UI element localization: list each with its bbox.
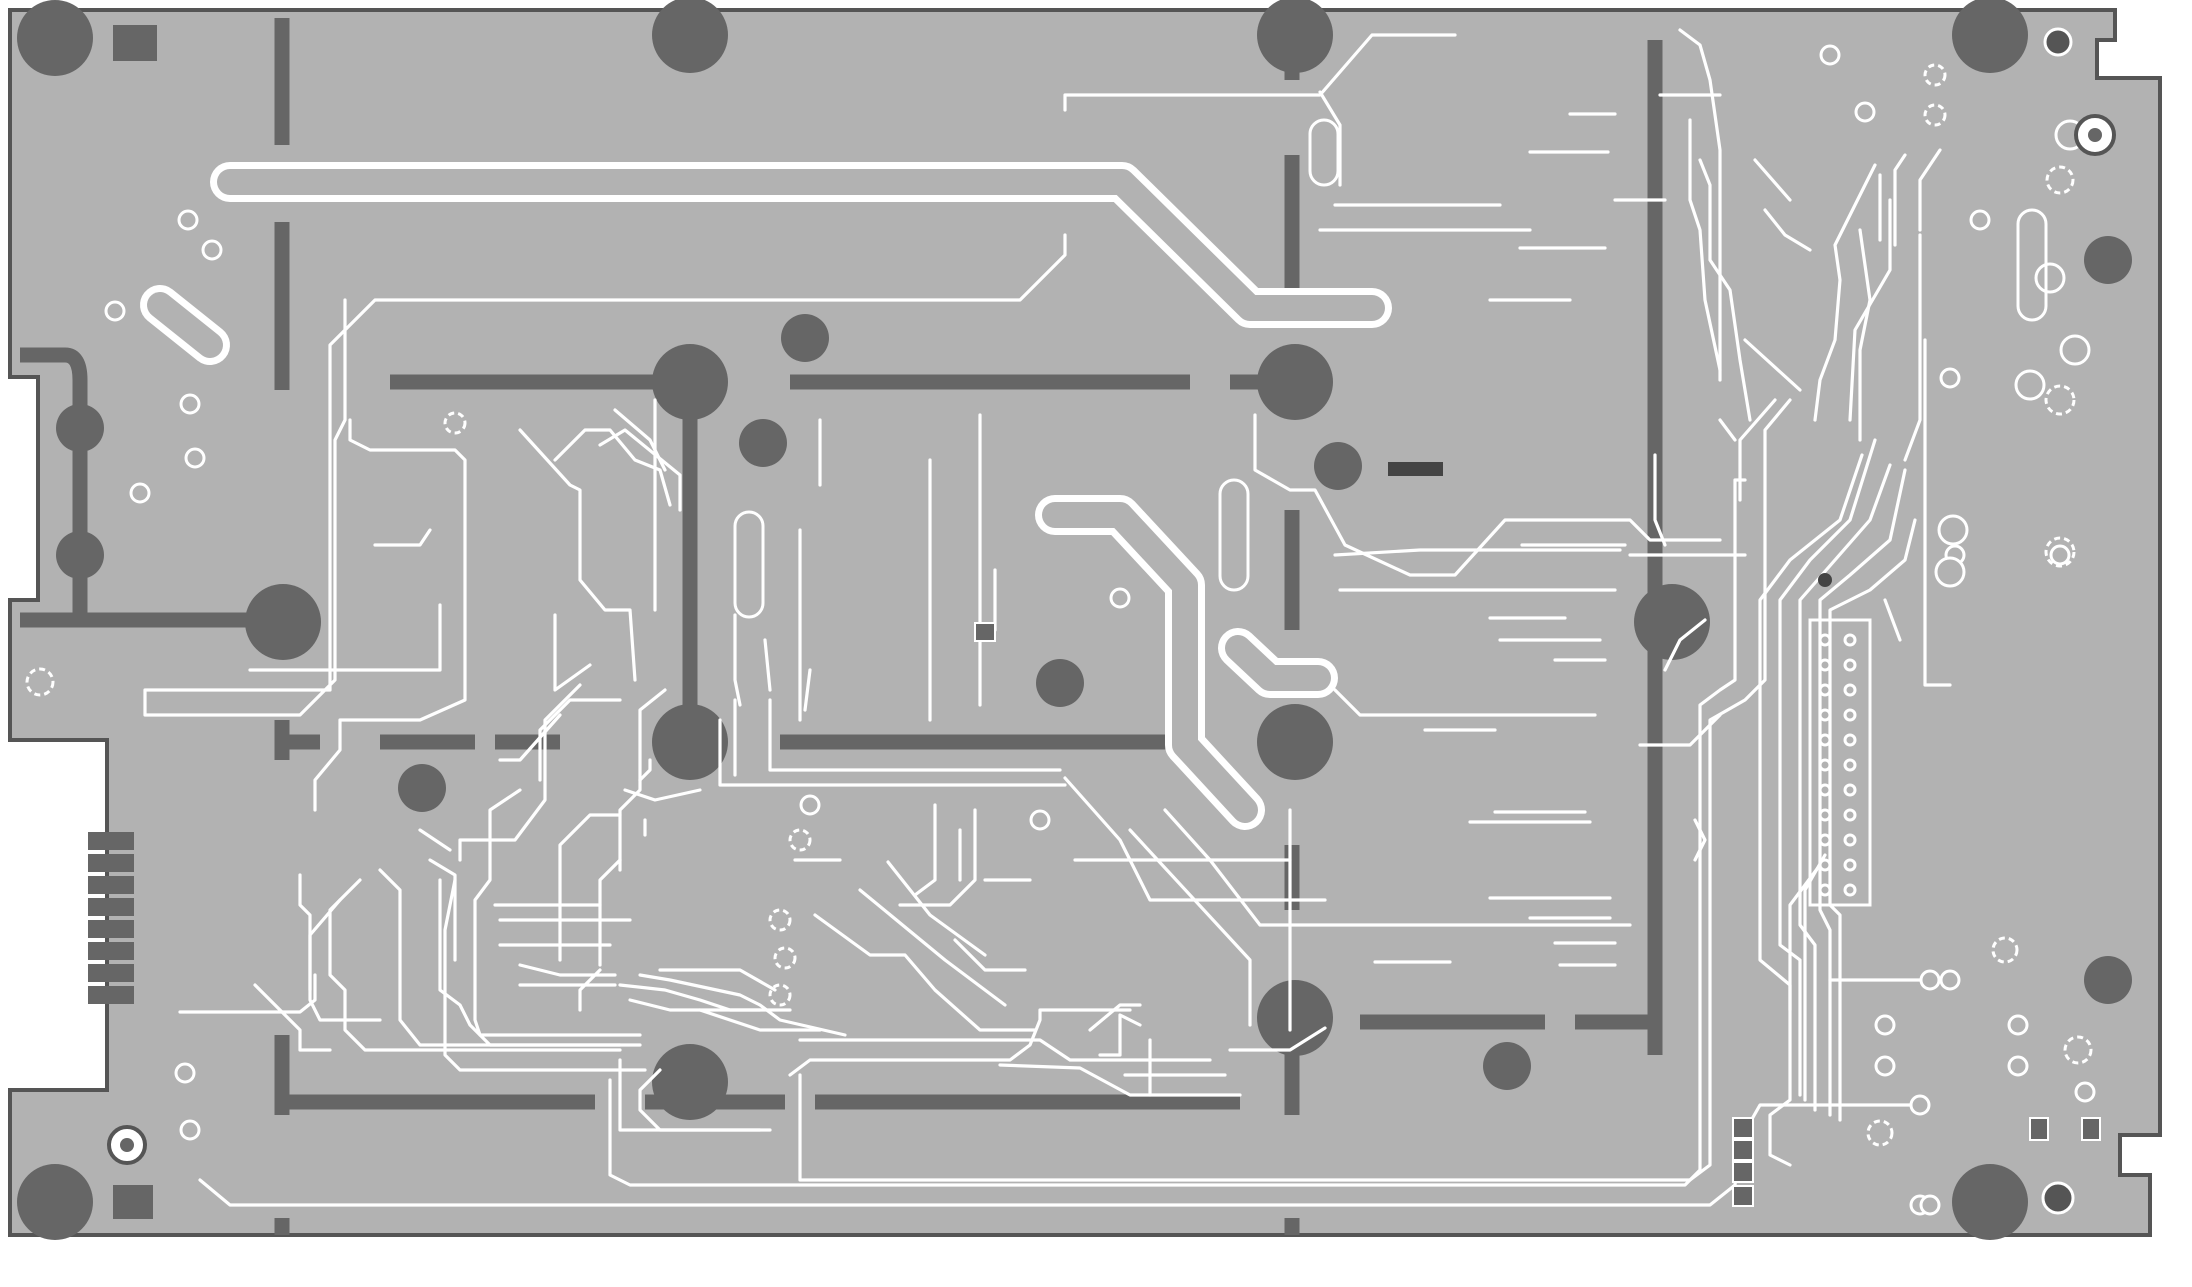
pcb-layout bbox=[0, 0, 2192, 1287]
